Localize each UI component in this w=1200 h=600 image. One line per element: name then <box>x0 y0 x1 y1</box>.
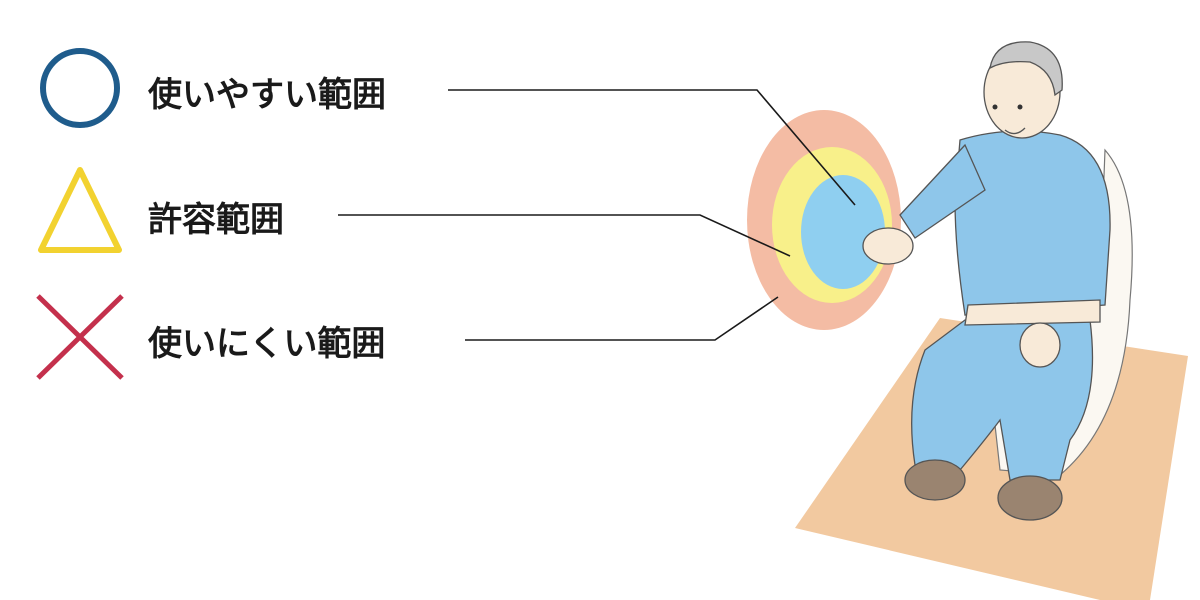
leader-line-easy <box>448 89 856 206</box>
seated-man <box>862 41 1111 521</box>
reaching-hand <box>862 227 914 265</box>
hair <box>989 41 1063 97</box>
triangle-icon <box>38 167 122 253</box>
leader-line-acceptable <box>338 214 791 257</box>
leader-lines <box>338 89 856 341</box>
legend-label-easy: 使いやすい範囲 <box>147 75 386 115</box>
cross-icon <box>36 294 124 380</box>
zone-easy <box>801 175 885 289</box>
leader-line-difficult <box>465 296 779 341</box>
legend-label-difficult: 使いにくい範囲 <box>147 324 385 364</box>
circle-icon <box>40 48 120 128</box>
legend-label-acceptable: 許容範囲 <box>148 200 284 240</box>
